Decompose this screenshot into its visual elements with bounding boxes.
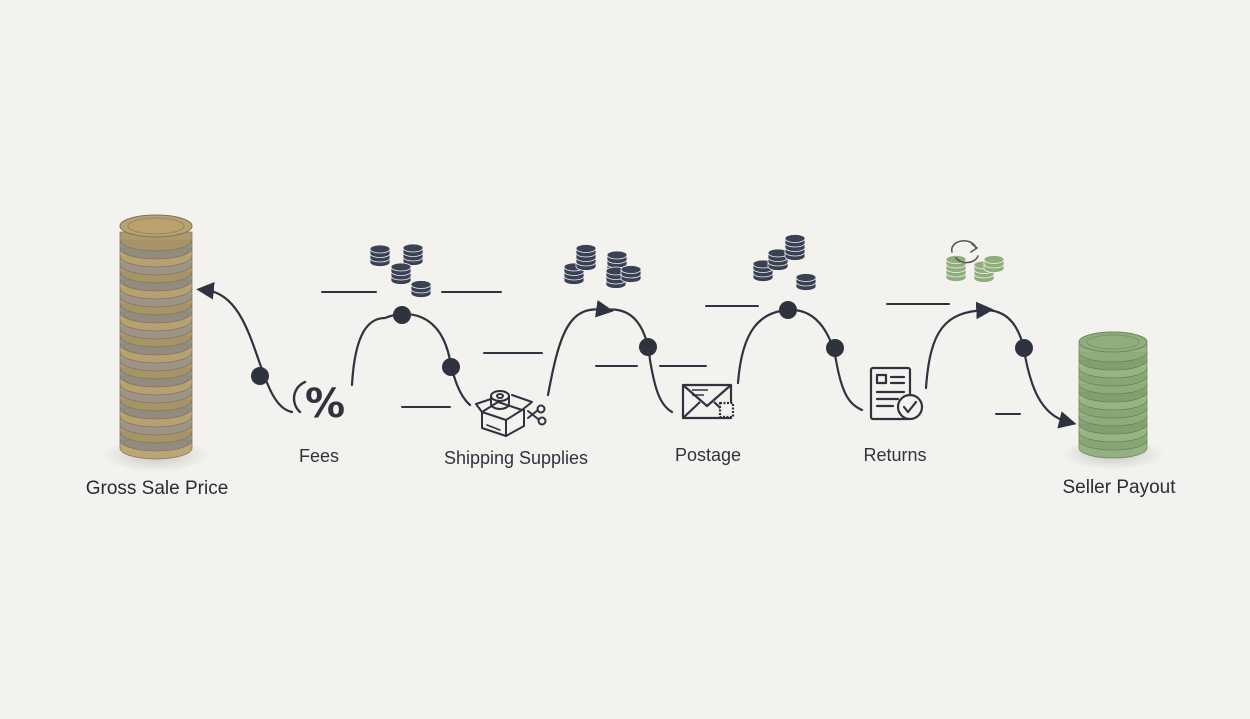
mini-coin-stack-icon [575,244,597,271]
flow-curve-shipping-down [603,308,674,414]
package-tape-scissors-icon [475,390,547,437]
gross-sale-price-label: Gross Sale Price [85,478,229,499]
node-dot [393,306,411,324]
flow-curve-fees [350,312,472,407]
payout-coin-stack-icon [1061,331,1165,470]
flow-lines [196,282,1077,429]
coin-clusters [369,234,1005,298]
flow-curve-returns [924,301,994,390]
swap-arrows-icon [950,239,979,264]
mini-coin-stack-icon [563,262,585,285]
gross-coin-stack-icon [102,214,210,472]
mini-coin-stack-icon [983,255,1005,273]
stage-label-postage: Postage [674,445,742,465]
node-dot [639,338,657,356]
node-dot [251,367,269,385]
stage-label-fees: Fees [298,446,340,466]
flow-arrow-to-payout [983,308,1077,429]
mini-coin-stack-icon [390,262,412,285]
seller-payout-label: Seller Payout [1062,477,1176,498]
mini-coin-stack-icon [784,234,806,261]
node-dot [1015,339,1033,357]
stage-label-returns: Returns [863,445,927,465]
connector-dashes [321,291,1021,415]
percent-icon: % [292,380,345,427]
mini-coin-stack-icon [402,243,424,266]
flow-arrow-to-gross [196,282,294,414]
mini-coin-stack-icon [369,244,391,267]
mini-coin-stack-icon [795,273,817,291]
flow-nodes [251,301,1033,385]
flow-curve-postage [736,308,864,412]
document-checkmark-icon [869,366,924,421]
node-dot [826,339,844,357]
node-dot [442,358,460,376]
mini-coin-stack-icon [410,280,432,298]
stage-label-shipping-supplies: Shipping Supplies [443,448,589,468]
mini-coin-stack-icon [752,259,774,282]
flow-curve-shipping [546,300,614,397]
node-dot [779,301,797,319]
svg-text:%: % [305,381,345,427]
mini-coin-stack-icon [767,248,789,271]
mini-coin-stack-icon [620,265,642,283]
envelope-stamp-icon [681,383,735,420]
mini-coin-stack-icon [945,255,967,282]
